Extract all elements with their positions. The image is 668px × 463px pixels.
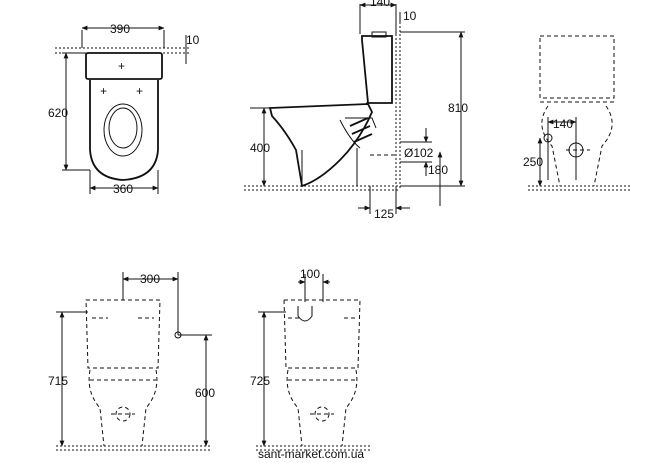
svg-text:+: + bbox=[136, 84, 143, 98]
trap-hatch bbox=[349, 117, 373, 143]
side-view: 140 10 400 810 Ø102 180 bbox=[244, 0, 468, 221]
svg-text:+: + bbox=[100, 84, 107, 98]
dim-diameter-102: Ø102 bbox=[404, 146, 434, 160]
supply-connection-symbol bbox=[543, 133, 553, 143]
dim-180: 180 bbox=[428, 163, 448, 177]
side-cistern bbox=[361, 35, 393, 104]
rear-bowl bbox=[541, 105, 613, 187]
dim-400: 400 bbox=[250, 141, 270, 155]
top-view: 390 10 + + + 620 360 bbox=[48, 22, 200, 196]
dim-10-side: 10 bbox=[403, 9, 417, 23]
flush-button-mark: + bbox=[118, 59, 125, 73]
dim-140-side: 140 bbox=[370, 0, 390, 9]
dim-125: 125 bbox=[374, 207, 394, 221]
front-left-bowl bbox=[88, 369, 158, 447]
front-view-right: 100 725 bbox=[250, 267, 372, 451]
dim-715: 715 bbox=[48, 374, 68, 388]
front-left-cistern bbox=[85, 299, 161, 369]
dim-360: 360 bbox=[113, 182, 133, 196]
front-right-cistern bbox=[283, 299, 361, 369]
front-right-bowl bbox=[286, 369, 358, 447]
dim-600: 600 bbox=[195, 386, 215, 400]
dim-10-top: 10 bbox=[186, 33, 200, 47]
dim-100: 100 bbox=[300, 267, 320, 281]
dim-250: 250 bbox=[523, 155, 543, 169]
dim-390: 390 bbox=[110, 22, 130, 36]
rear-view: 140 250 bbox=[523, 35, 630, 191]
bowl-outline bbox=[89, 80, 159, 181]
dim-300: 300 bbox=[140, 272, 160, 286]
dim-140-rear: 140 bbox=[553, 117, 573, 131]
watermark: sant-market.com.ua bbox=[258, 447, 364, 461]
dim-810: 810 bbox=[448, 101, 468, 115]
outlet-symbol bbox=[297, 306, 313, 322]
front-view-left: 300 715 600 bbox=[48, 272, 215, 451]
rear-cistern bbox=[539, 35, 615, 99]
dim-725: 725 bbox=[250, 374, 270, 388]
dim-620: 620 bbox=[48, 106, 68, 120]
cistern-outline bbox=[85, 52, 163, 80]
